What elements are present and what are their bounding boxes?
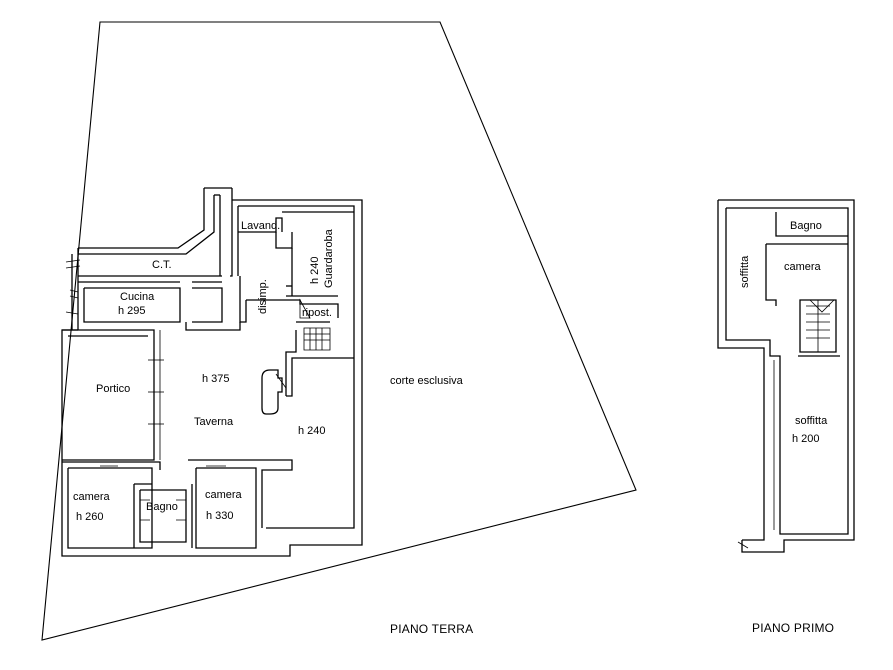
caption-piano-terra: PIANO TERRA xyxy=(390,622,473,636)
room-label-taverna-height: h 375 xyxy=(202,373,230,385)
room-label-ct: C.T. xyxy=(152,259,172,271)
ground-floor-walls xyxy=(61,187,363,557)
ground-floor-details xyxy=(65,259,331,521)
room-label-soffitta-top: soffitta xyxy=(739,255,751,288)
room-label-camera-1: camera xyxy=(73,491,111,503)
room-label-camera-primo: camera xyxy=(784,261,822,273)
room-label-soffitta-height: h 200 xyxy=(792,433,820,445)
area-label-corte-esclusiva: corte esclusiva xyxy=(390,375,464,387)
room-label-cucina-height: h 295 xyxy=(118,305,146,317)
room-label-disimp: disimp. xyxy=(257,279,269,314)
room-label-cucina: Cucina xyxy=(120,291,155,303)
room-label-guardaroba-height: h 240 xyxy=(309,256,321,284)
room-label-ripost: ripost. xyxy=(302,307,332,319)
lot-boundary xyxy=(41,21,637,641)
caption-piano-primo: PIANO PRIMO xyxy=(752,621,834,635)
room-label-taverna: Taverna xyxy=(194,416,234,428)
room-label-bagno: Bagno xyxy=(146,501,178,513)
room-label-lavand: Lavand. xyxy=(241,220,280,232)
room-label-guardaroba: Guardaroba xyxy=(323,228,335,288)
room-label-camera-2: camera xyxy=(205,489,243,501)
room-label-portico: Portico xyxy=(96,383,130,395)
room-label-east-height: h 240 xyxy=(298,425,326,437)
room-label-bagno-primo: Bagno xyxy=(790,220,822,232)
first-floor-walls xyxy=(717,199,855,553)
room-label-camera-1-height: h 260 xyxy=(76,511,104,523)
first-floor-details xyxy=(737,299,835,549)
room-label-camera-2-height: h 330 xyxy=(206,510,234,522)
room-label-soffitta: soffitta xyxy=(795,415,828,427)
